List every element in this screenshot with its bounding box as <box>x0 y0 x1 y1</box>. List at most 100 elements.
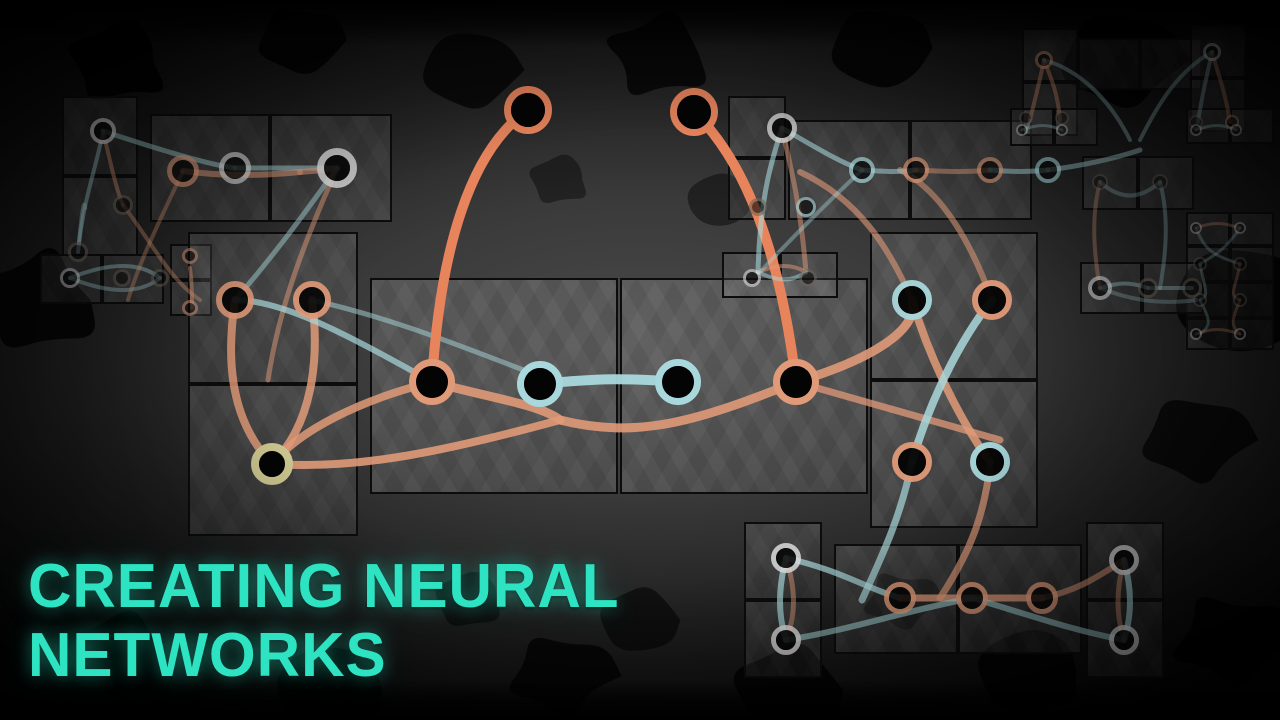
node-core <box>1235 259 1245 269</box>
node-core <box>1232 126 1240 134</box>
node-core <box>799 200 813 214</box>
node-core <box>1185 281 1199 295</box>
graph-link <box>858 458 916 604</box>
node-core <box>978 286 1006 314</box>
graph-node <box>970 442 1010 482</box>
graph-node <box>409 359 455 405</box>
node-core <box>1195 295 1205 305</box>
graph-node <box>1092 174 1108 190</box>
node-core <box>1141 281 1155 295</box>
graph-node <box>1016 124 1028 136</box>
graph-node <box>1190 124 1202 136</box>
node-core <box>772 118 792 138</box>
graph-node <box>773 359 819 405</box>
node-core <box>662 366 694 398</box>
graph-node <box>1233 257 1247 271</box>
graph-node <box>1019 111 1033 125</box>
graph-node <box>182 300 198 316</box>
graph-node <box>892 280 932 320</box>
graph-node <box>1138 278 1158 298</box>
graph-link <box>1042 58 1062 122</box>
node-core <box>1206 46 1218 58</box>
node-core <box>185 303 195 313</box>
graph-node <box>1055 111 1069 125</box>
graph-node <box>1234 222 1246 234</box>
node-core <box>746 272 758 284</box>
graph-node <box>796 197 816 217</box>
node-core <box>94 122 112 140</box>
node-core <box>416 366 448 398</box>
node-core <box>907 161 925 179</box>
node-core <box>776 548 796 568</box>
node-core <box>1031 587 1053 609</box>
graph-node <box>113 269 131 287</box>
bottom-fade <box>0 680 1280 720</box>
node-core <box>71 245 85 259</box>
graph-node <box>903 157 929 183</box>
graph-node <box>1193 257 1207 271</box>
node-core <box>1018 126 1026 134</box>
graph-node <box>216 281 254 319</box>
graph-node <box>1190 328 1202 340</box>
graph-node <box>504 86 552 134</box>
node-core <box>511 93 545 127</box>
node-core <box>154 272 166 284</box>
graph-node <box>892 442 932 482</box>
graph-node <box>1234 328 1246 340</box>
graph-link <box>100 128 238 171</box>
graph-node <box>1152 174 1168 190</box>
node-core <box>1154 176 1166 188</box>
graph-node <box>219 152 251 184</box>
graph-node <box>1230 124 1242 136</box>
graph-node <box>767 113 797 143</box>
graph-link <box>756 270 808 282</box>
graph-node <box>1109 545 1139 575</box>
graph-node <box>799 269 817 287</box>
graph-node <box>1190 222 1202 234</box>
top-fade <box>0 0 1280 46</box>
title-block: CREATING NEURAL NETWORKS <box>28 556 638 691</box>
graph-node <box>182 248 198 264</box>
graph-node <box>113 195 133 215</box>
graph-link <box>1092 180 1102 290</box>
node-core <box>324 155 350 181</box>
node-core <box>1038 54 1050 66</box>
node-core <box>63 271 77 285</box>
node-core <box>752 201 764 213</box>
graph-node <box>670 88 718 136</box>
graph-node <box>1233 293 1247 307</box>
node-core <box>259 451 285 477</box>
graph-node <box>977 157 1003 183</box>
graph-link <box>758 168 864 274</box>
node-core <box>1058 126 1066 134</box>
graph-node <box>1035 157 1061 183</box>
node-core <box>1235 295 1245 305</box>
node-core <box>961 587 983 609</box>
graph-node <box>1193 293 1207 307</box>
node-core <box>677 95 711 129</box>
node-core <box>299 287 325 313</box>
graph-link <box>1098 180 1162 198</box>
graph-node <box>517 361 563 407</box>
node-core <box>1114 550 1134 570</box>
node-core <box>1195 259 1205 269</box>
graph-link <box>1028 58 1046 122</box>
node-core <box>224 157 246 179</box>
graph-node <box>771 625 801 655</box>
graph-link <box>797 169 915 303</box>
node-core <box>1094 176 1106 188</box>
title-line-2: NETWORKS <box>28 621 387 691</box>
graph-node <box>743 269 761 287</box>
node-core <box>889 587 911 609</box>
node-core <box>898 448 926 476</box>
graph-node <box>68 242 88 262</box>
graph-link <box>1196 50 1214 124</box>
graph-link <box>265 165 340 383</box>
node-core <box>222 287 248 313</box>
graph-link <box>1045 147 1143 173</box>
graph-node <box>90 118 116 144</box>
graph-node <box>1026 582 1058 614</box>
graph-link <box>783 555 903 601</box>
node-core <box>1057 113 1067 123</box>
node-core <box>1114 630 1134 650</box>
